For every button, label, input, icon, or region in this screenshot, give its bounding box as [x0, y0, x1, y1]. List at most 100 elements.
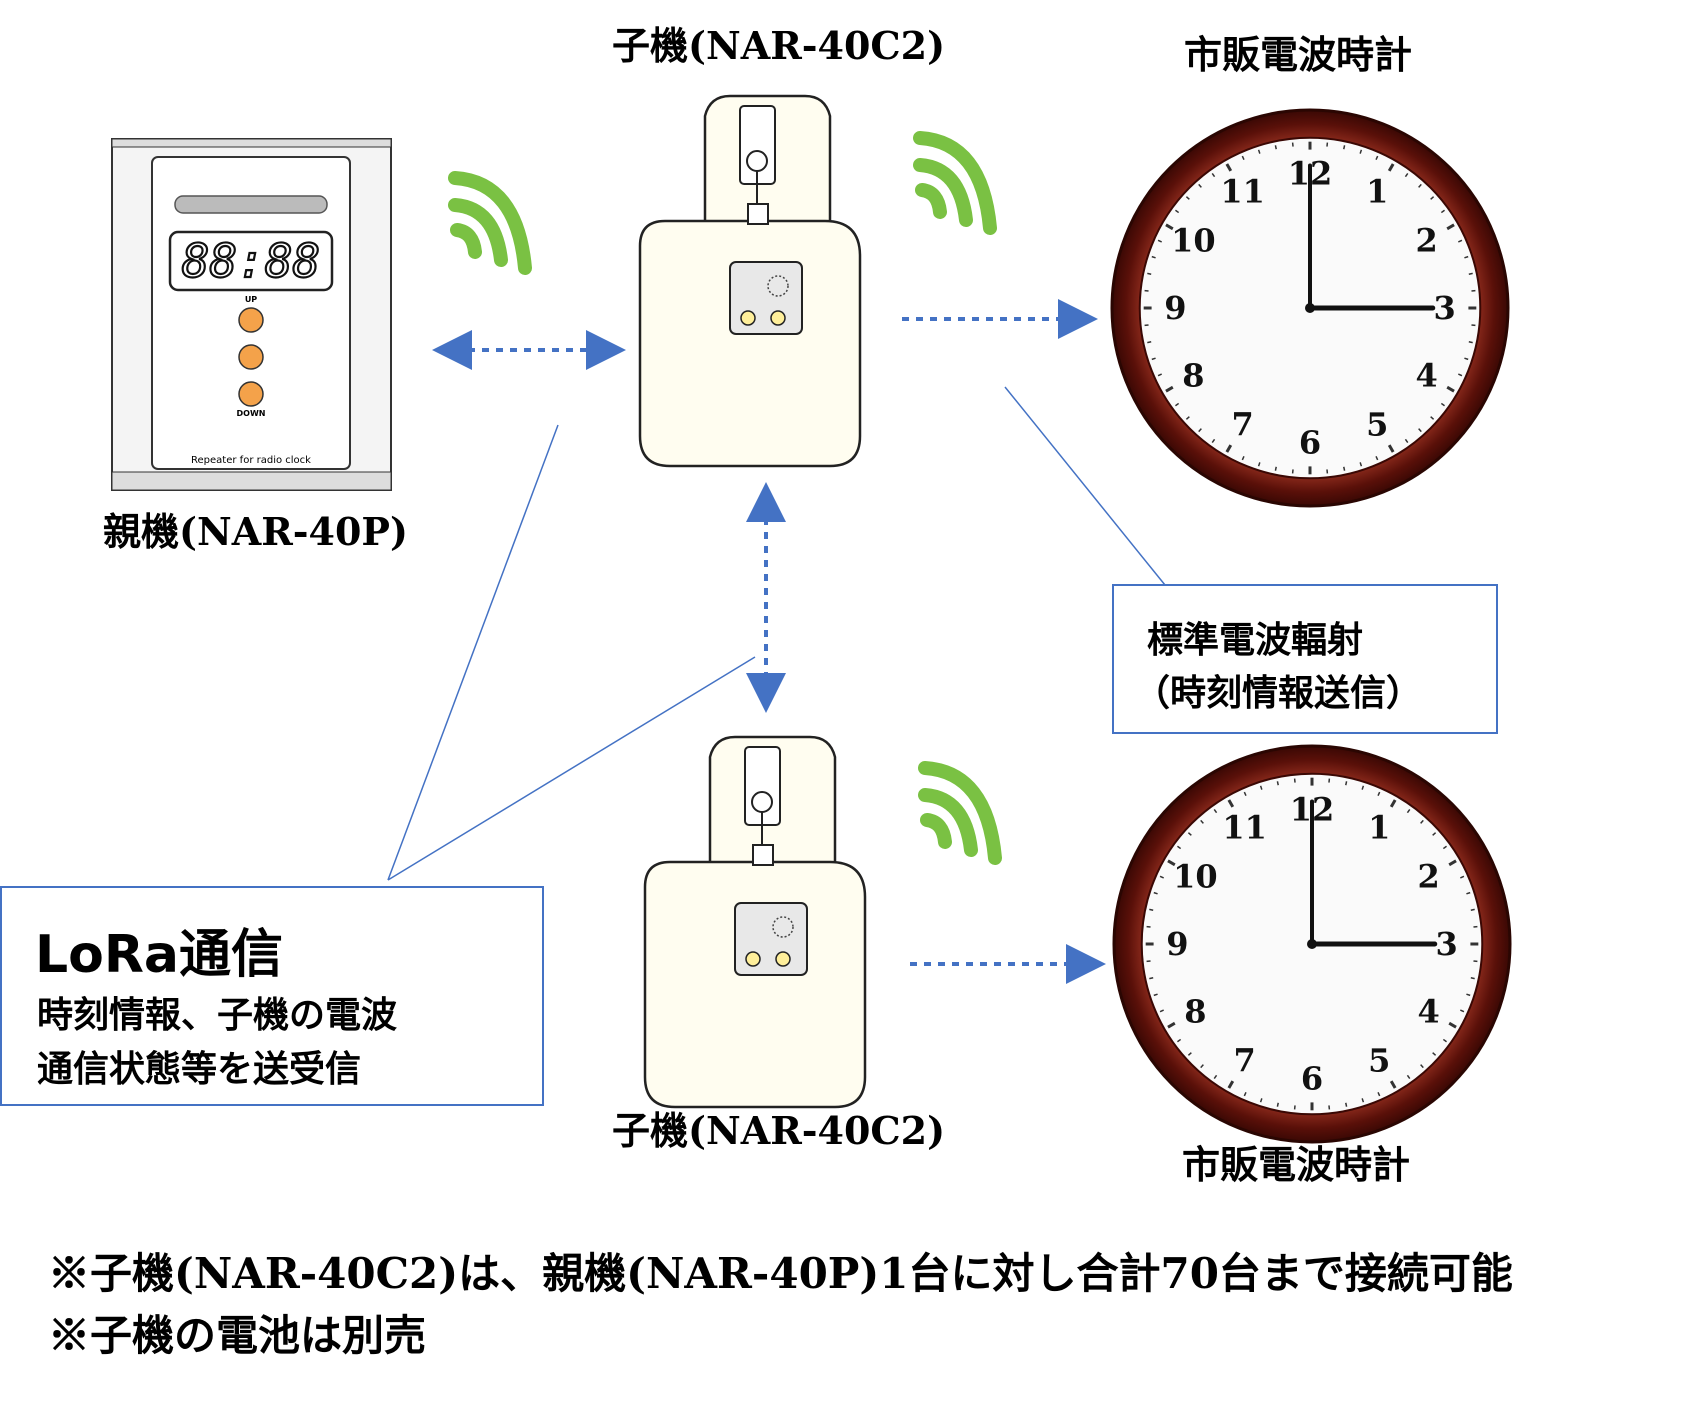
clock-tick [1241, 155, 1245, 160]
label-parent: 親機(NAR-40P) [103, 509, 408, 554]
clock-numeral: 7 [1232, 406, 1254, 444]
clock-tick [1389, 1080, 1397, 1089]
clock-numeral: 5 [1368, 1042, 1390, 1080]
clock-tick [1198, 183, 1202, 188]
clock-tick [1470, 977, 1475, 980]
clock-tick [1387, 163, 1395, 172]
clock-tick [1276, 1102, 1279, 1107]
clock-tick [1377, 1092, 1381, 1097]
clock-tick [1468, 341, 1473, 344]
clock-tick [1213, 1074, 1218, 1079]
lora-line-1: 時刻情報、子機の電波 [37, 995, 398, 1036]
parent-button-1 [238, 307, 264, 333]
clock-numeral: 7 [1234, 1042, 1256, 1080]
clock-tick [1227, 1080, 1235, 1089]
parent-up-label: UP [245, 295, 257, 304]
clock-numeral: 4 [1415, 356, 1437, 394]
clock-tick [1446, 385, 1455, 393]
clock-tick [1175, 402, 1180, 407]
clock-tick [1432, 832, 1437, 836]
clock-tick [1259, 1098, 1263, 1103]
clock-tick [1343, 466, 1346, 471]
lora-line-2: 通信状態等を送受信 [37, 1049, 362, 1090]
clock-tick [1460, 875, 1465, 879]
parent-down-label: DOWN [237, 409, 266, 418]
clock-tick [1147, 272, 1152, 275]
label-clock-top: 市販電波時計 [1184, 32, 1413, 77]
clock-tick [1159, 1009, 1164, 1013]
clock-center [1307, 939, 1317, 949]
clock-tick [1404, 173, 1409, 178]
label-child-top: 子機(NAR-40C2) [612, 23, 946, 68]
lora-callout-box: LoRa通信 時刻情報、子機の電波 通信状態等を送受信 [0, 886, 544, 1106]
clock-tick [1187, 832, 1192, 836]
clock-tick [1420, 819, 1424, 824]
clock-numeral: 9 [1164, 289, 1186, 327]
clock-numeral: 3 [1436, 925, 1458, 963]
parent-caption: Repeater for radio clock [191, 455, 311, 466]
radiation-callout-line [1004, 386, 1166, 586]
clock-numeral: 6 [1301, 1060, 1323, 1098]
clock-tick [1343, 145, 1346, 150]
clock-tick [1389, 799, 1397, 808]
clock-tick [1377, 791, 1381, 796]
clock-numeral: 1 [1368, 808, 1390, 846]
clock-tick [1200, 1064, 1204, 1069]
clock-numeral: 1 [1366, 172, 1388, 210]
clock-tick [1200, 819, 1204, 824]
clock-tick [1211, 173, 1216, 178]
clock-tick [1257, 149, 1261, 154]
clock-tick [1359, 462, 1363, 467]
clock-tick [1159, 875, 1164, 879]
child-device-bottom [643, 735, 867, 1109]
radiation-line-1: 標準電波輻射 [1147, 620, 1364, 661]
clock-tick [1187, 1052, 1192, 1056]
parent-button-2 [238, 344, 264, 370]
clock-tick [1440, 209, 1445, 214]
parent-device: 88:88 UP DOWN Repeater for radio clock [111, 138, 392, 491]
clock-tick [1151, 357, 1156, 361]
clock-tick [1213, 809, 1218, 814]
clock-numeral: 4 [1417, 992, 1439, 1030]
clock-tick [1274, 466, 1277, 471]
clock-tick [1442, 845, 1447, 850]
note-battery: ※子機の電池は別売 [48, 1311, 427, 1360]
clock-tick [1387, 444, 1395, 453]
clock-tick [1375, 155, 1379, 160]
clock-numeral: 9 [1166, 925, 1188, 963]
clock-tick [1175, 209, 1180, 214]
lora-title: LoRa通信 [35, 925, 283, 985]
parent-display: 88:88 [182, 234, 320, 288]
clock-tick [1345, 1102, 1348, 1107]
clock-tick [1406, 1074, 1411, 1079]
clock-tick [1470, 908, 1475, 911]
clock-tick [1361, 1098, 1365, 1103]
clock-numeral: 10 [1171, 222, 1216, 260]
clock-tick [1153, 993, 1158, 997]
clock-tick [1225, 444, 1233, 453]
clock-tick [1448, 859, 1457, 867]
clock-tick [1227, 799, 1235, 808]
label-child-bottom: 子機(NAR-40C2) [612, 1108, 946, 1153]
clock-tick [1406, 809, 1411, 814]
signal-icon-child-top [913, 131, 997, 235]
clock-tick [1177, 1038, 1182, 1043]
clock-tick [1167, 1021, 1176, 1029]
clock-tick [1276, 781, 1279, 786]
clock-tick [1243, 791, 1247, 796]
clock-tick [1442, 1038, 1447, 1043]
clock-tick [1432, 1052, 1437, 1056]
clock-tick [1404, 438, 1409, 443]
clock-numeral: 3 [1434, 289, 1456, 327]
clock-tick [1345, 781, 1348, 786]
clock-tick [1185, 196, 1190, 200]
clock-tick [1149, 977, 1154, 980]
signal-icon-child-bottom [918, 761, 1002, 865]
clock-tick [1167, 859, 1176, 867]
clock-tick [1157, 373, 1162, 377]
clock-tick [1147, 341, 1152, 344]
clock-numeral: 6 [1299, 424, 1321, 462]
clock-tick [1464, 255, 1469, 259]
